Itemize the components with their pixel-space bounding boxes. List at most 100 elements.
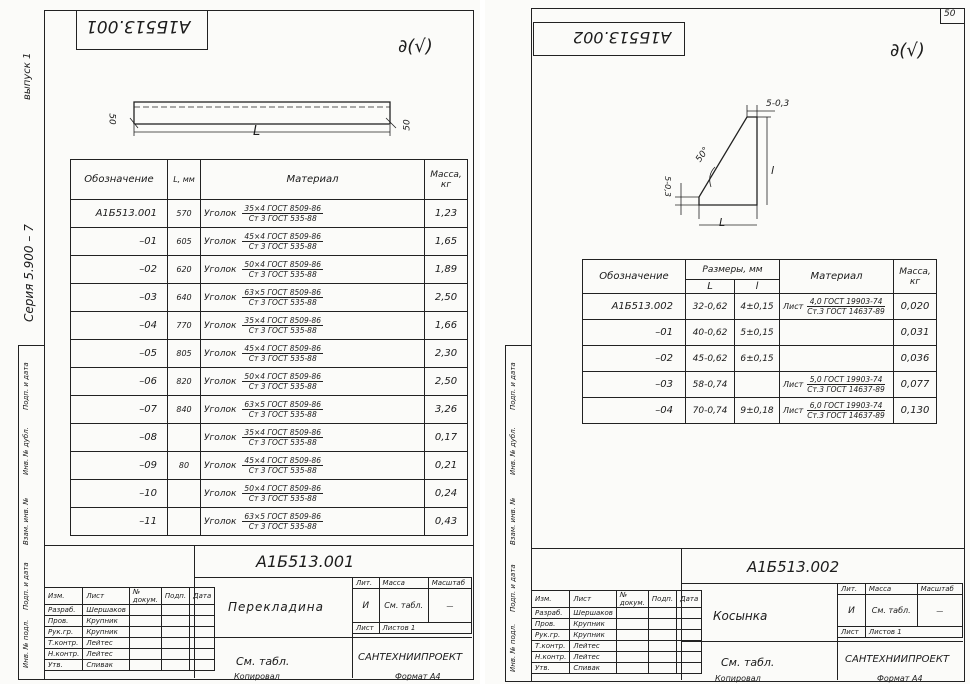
left-stamp-line2 bbox=[194, 637, 472, 638]
stamp-doc bbox=[128, 604, 162, 616]
right-page-number: 50 bbox=[944, 9, 956, 19]
row-length: 805 bbox=[167, 339, 201, 368]
row-mass: 2,50 bbox=[424, 283, 468, 312]
row-material bbox=[779, 345, 894, 372]
stamp-sig bbox=[160, 604, 191, 616]
stamp-name: Крупник bbox=[569, 618, 617, 630]
fraction-top: 35×4 ГОСТ 8509-86 bbox=[242, 204, 324, 214]
col-designation: Обозначение bbox=[582, 259, 686, 294]
col-l: l bbox=[734, 279, 780, 294]
stamp-row: Пров.Крупник bbox=[530, 618, 703, 630]
stamp-role: Рук.гр. bbox=[530, 629, 571, 641]
left-dim-angle-right: 50 bbox=[402, 119, 413, 131]
left-stamp-line1 bbox=[194, 577, 472, 578]
row-length bbox=[167, 507, 201, 536]
stamp-name: Спивак bbox=[82, 659, 130, 671]
fraction-bottom: Ст.3 ГОСТ 14637-89 bbox=[807, 411, 885, 420]
fraction-top: 63×5 ГОСТ 8509-86 bbox=[242, 400, 324, 410]
row-length: 840 bbox=[167, 395, 201, 424]
left-top-code-box bbox=[76, 10, 208, 50]
row-designation: –09 bbox=[70, 451, 168, 480]
fraction-top: 35×4 ГОСТ 8509-86 bbox=[242, 316, 324, 326]
material-type: Уголок bbox=[204, 321, 237, 331]
stamp-role: Разраб. bbox=[43, 604, 84, 616]
stamp-name: Лейтес bbox=[82, 648, 130, 660]
row-L: 58-0,74 bbox=[685, 371, 735, 398]
row-designation: –08 bbox=[70, 423, 168, 452]
stamp-role: Утв. bbox=[530, 662, 571, 674]
material-type: Уголок bbox=[204, 293, 237, 303]
stamp-sig bbox=[647, 651, 678, 663]
row-material bbox=[779, 319, 894, 346]
stamp-date bbox=[189, 659, 216, 671]
right-copied: Копировал bbox=[715, 674, 761, 683]
row-designation: –02 bbox=[70, 255, 168, 284]
right-stamp-org: САНТЕХНИИПРОЕКТ bbox=[845, 654, 950, 665]
stamp-name: Лейтес bbox=[82, 637, 130, 649]
row-l bbox=[734, 371, 780, 398]
left-copied: Копировал bbox=[234, 672, 280, 681]
stamp-row: Пров.Крупник bbox=[43, 615, 216, 627]
row-length: 640 bbox=[167, 283, 201, 312]
left-side-field-1: Подп. и дата bbox=[22, 562, 30, 610]
stamp-sig: Подп. bbox=[160, 587, 191, 605]
stamp-row: Н.контр.Лейтес bbox=[530, 651, 703, 663]
lit-value: И bbox=[837, 594, 866, 627]
stamp-name: Шершаков bbox=[82, 604, 130, 616]
stamp-name: Лист bbox=[569, 590, 617, 608]
right-dim-L: L bbox=[719, 216, 726, 229]
right-mirrored-code: А1Б513.002 bbox=[573, 28, 672, 47]
left-angle-drawing bbox=[129, 101, 397, 136]
stamp-sig bbox=[160, 648, 191, 660]
right-side-field-1: Подп. и дата bbox=[509, 564, 517, 612]
row-l: 4±0,15 bbox=[734, 293, 780, 320]
fraction-top: 5,0 ГОСТ 19903-74 bbox=[807, 375, 885, 385]
row-L: 40-0,62 bbox=[685, 319, 735, 346]
col-length: L, мм bbox=[167, 159, 201, 200]
right-top-code-box bbox=[533, 22, 685, 56]
stamp-name: Шершаков bbox=[569, 607, 617, 619]
row-L: 32-0,62 bbox=[685, 293, 735, 320]
stamp-row: Т.контр.Лейтес bbox=[530, 640, 703, 652]
material-type: Уголок bbox=[204, 461, 237, 471]
left-dim-angle-left: 50 bbox=[106, 113, 117, 125]
lit-value: И bbox=[352, 588, 380, 623]
material-type: Уголок bbox=[204, 377, 237, 387]
material-type: Лист bbox=[783, 302, 804, 311]
stamp-name: Крупник bbox=[82, 626, 130, 638]
row-designation: –10 bbox=[70, 479, 168, 508]
material-type: Уголок bbox=[204, 405, 237, 415]
stamp-doc bbox=[615, 640, 649, 652]
row-mass: 1,23 bbox=[424, 199, 468, 228]
stamp-row: Утв.Спивак bbox=[530, 662, 703, 674]
row-mass: 0,17 bbox=[424, 423, 468, 452]
fraction-top: 45×4 ГОСТ 8509-86 bbox=[242, 232, 324, 242]
stamp-sig bbox=[160, 637, 191, 649]
stamp-sig bbox=[160, 626, 191, 638]
stamp-name: Крупник bbox=[569, 629, 617, 641]
fraction-top: 35×4 ГОСТ 8509-86 bbox=[242, 428, 324, 438]
row-designation: А1Б513.002 bbox=[582, 293, 686, 320]
stamp-name: Лейтес bbox=[569, 640, 617, 652]
right-side-field-3: Инв. № дубл. bbox=[509, 427, 517, 475]
